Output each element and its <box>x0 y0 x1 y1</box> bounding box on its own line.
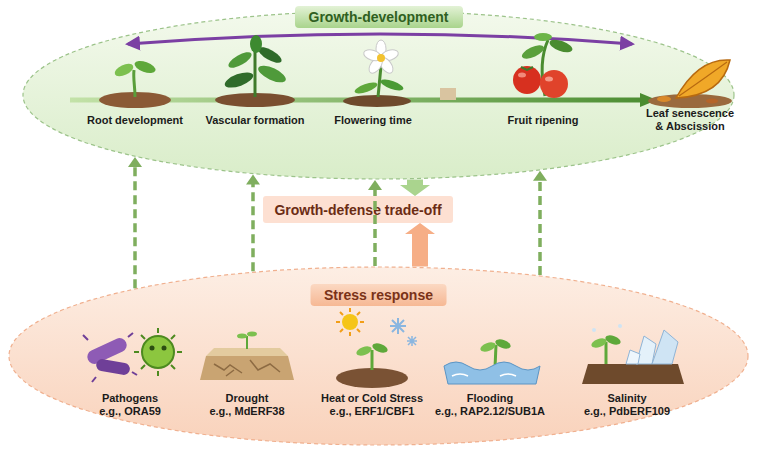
group-title: Growth-development <box>294 6 462 28</box>
dashed-arrow <box>128 157 142 288</box>
ellipse-shape <box>23 11 734 179</box>
stress-label: e.g., RAP2.12/SUB1A <box>425 405 555 418</box>
stage-label: Fruit ripening <box>488 114 598 127</box>
stress-label: e.g., ERF1/CBF1 <box>312 405 432 418</box>
stress-label: Drought <box>192 392 302 405</box>
tradeoff-box: Growth-defense trade-off <box>263 196 453 223</box>
stress-label: Heat or Cold Stress <box>307 392 437 405</box>
stage-label: Flowering time <box>318 114 428 127</box>
stage-label: Leaf senescence & Abscission <box>641 107 739 133</box>
stress-label: Flooding <box>430 392 550 405</box>
stress-label: e.g., ORA59 <box>75 405 185 418</box>
dashed-arrow <box>246 175 260 272</box>
stress-label: Salinity <box>572 392 682 405</box>
stage-label: Root development <box>75 114 195 127</box>
group-title: Stress response <box>310 284 447 306</box>
stress-label: e.g., PdbERF109 <box>567 405 687 418</box>
box-label: Growth-defense trade-off <box>263 196 453 223</box>
stress-label: e.g., MdERF38 <box>192 405 302 418</box>
stress-label: Pathogens <box>75 392 185 405</box>
dashed-arrow <box>533 171 547 275</box>
block-arrow <box>405 223 435 267</box>
stress-ellipse: Stress response <box>8 266 749 446</box>
block-arrow <box>400 180 430 196</box>
growth-ellipse: Growth-development <box>22 10 735 180</box>
ellipse-outline <box>22 10 735 180</box>
ellipse-shape <box>9 267 748 445</box>
stage-label: Vascular formation <box>195 114 315 127</box>
